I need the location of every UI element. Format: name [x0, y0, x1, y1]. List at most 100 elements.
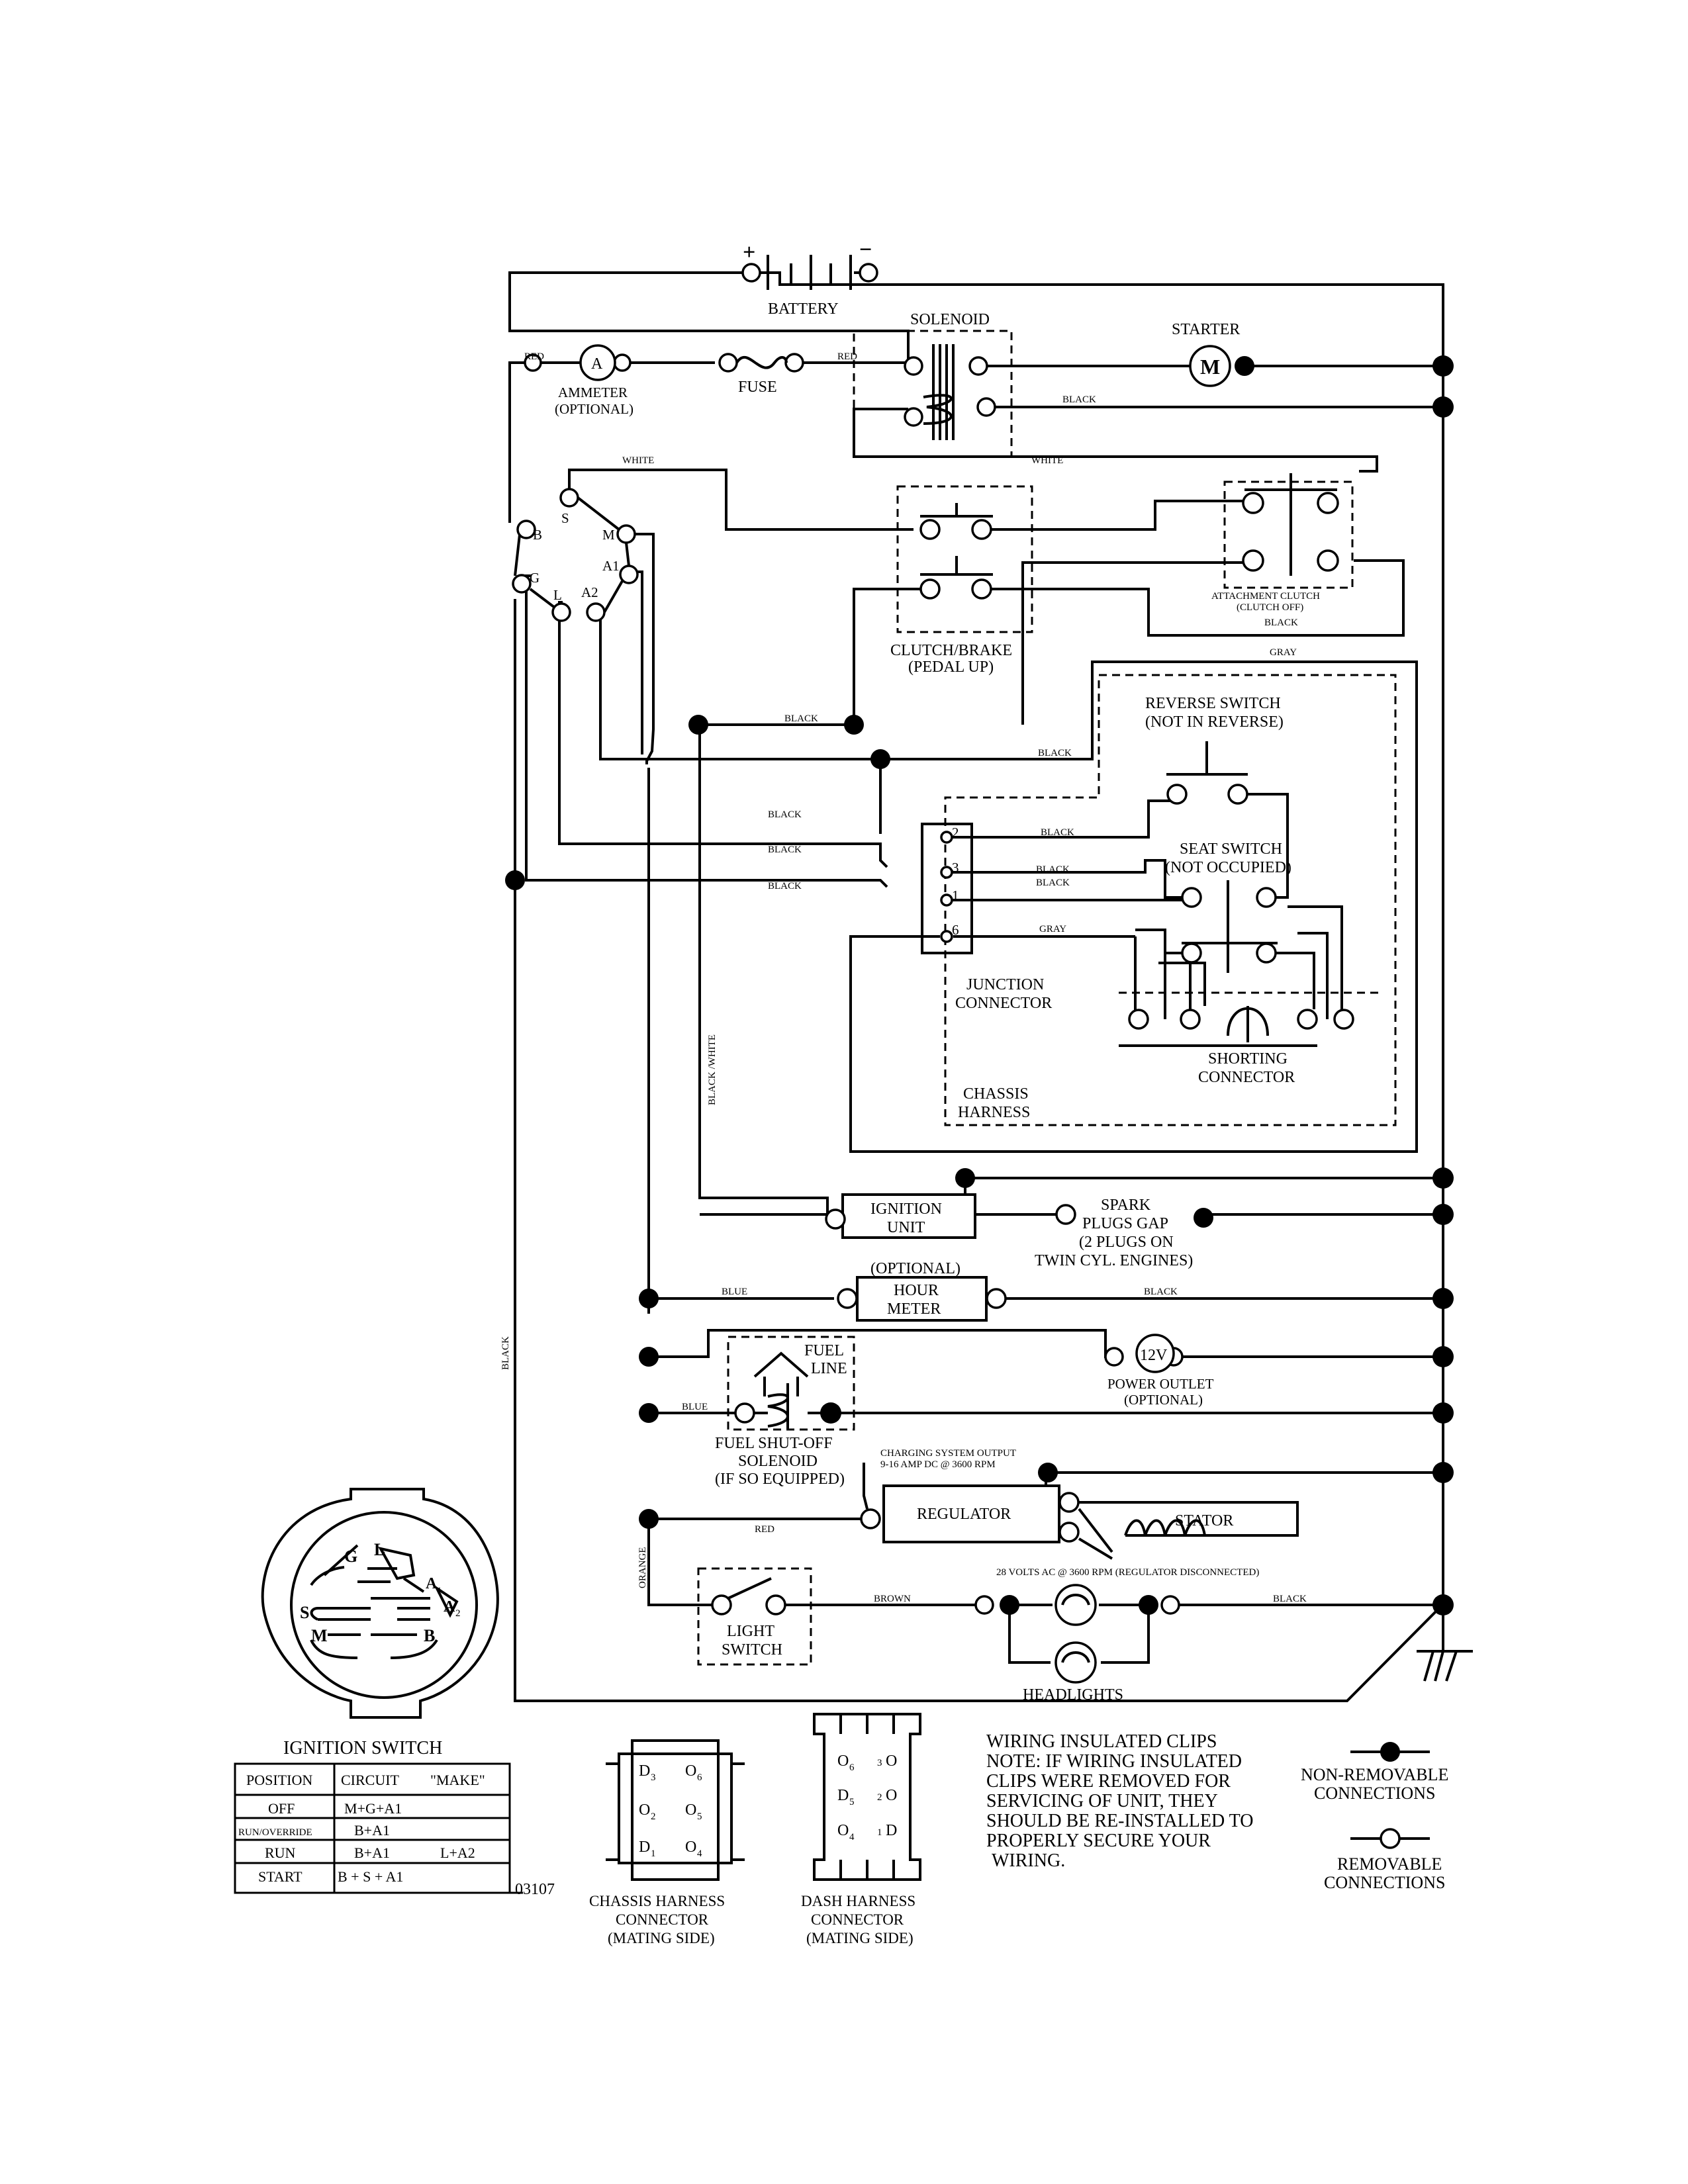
fuel-solenoid-label-3: (IF SO EQUIPPED): [715, 1471, 845, 1488]
ignition-unit-label-1: IGNITION: [870, 1201, 942, 1218]
terminal-g: G: [530, 570, 539, 586]
legend-non-removable-dot: [1380, 1742, 1400, 1762]
stator-label: STATOR: [1175, 1512, 1233, 1529]
spark-plugs-label-3: (2 PLUGS ON: [1079, 1234, 1174, 1251]
dash-connector-caption-3: (MATING SIDE): [806, 1930, 914, 1946]
hour-meter-label-1: HOUR: [894, 1282, 939, 1299]
table-cell-position: RUN/OVERRIDE: [238, 1827, 312, 1838]
switch-face-a2-sub: 2: [455, 1608, 461, 1619]
light-switch-label-2: SWITCH: [722, 1641, 782, 1659]
dash-pin-o6-sub: 6: [849, 1762, 855, 1773]
note-line: SERVICING OF UNIT, THEY: [986, 1791, 1218, 1811]
junction-connector-label-2: CONNECTOR: [955, 995, 1052, 1012]
spark-plugs-label-1: SPARK: [1101, 1197, 1151, 1214]
terminal-s: S: [561, 510, 569, 526]
seat-switch-label: SEAT SWITCH: [1180, 841, 1282, 858]
wire-label-red-2: RED: [837, 351, 857, 362]
dash-pin-o4: O: [837, 1822, 849, 1839]
chassis-pin-o2-sub: 2: [651, 1811, 656, 1822]
legend-non-removable-1: NON-REMOVABLE: [1301, 1765, 1448, 1784]
wire-label-blue-1: BLUE: [722, 1287, 747, 1297]
power-outlet: 12V POWER OUTLET (OPTIONAL): [1104, 1334, 1214, 1408]
wire-label-gray-2: GRAY: [1039, 924, 1066, 934]
note-line: CLIPS WERE REMOVED FOR: [986, 1771, 1231, 1792]
table-cell-circuit: B + S + A1: [338, 1868, 403, 1885]
starter-symbol: M: [1200, 355, 1220, 379]
hour-meter-note: (OPTIONAL): [870, 1260, 961, 1277]
dash-pin-2: 2: [877, 1792, 882, 1803]
clutch-brake-note: (PEDAL UP): [908, 659, 994, 676]
stator-note: 28 VOLTS AC @ 3600 RPM (REGULATOR DISCON…: [996, 1567, 1259, 1578]
note-line: WIRING.: [992, 1850, 1065, 1871]
headlights: HEADLIGHTS: [974, 1584, 1180, 1704]
clutch-brake-label: CLUTCH/BRAKE: [890, 642, 1012, 659]
light-switch-label-1: LIGHT: [727, 1623, 774, 1640]
wire-label-black-white: BLACK /WHITE: [707, 1034, 718, 1105]
table-cell-circuit: B+A1: [354, 1822, 390, 1839]
switch-face-a1: A: [426, 1575, 438, 1592]
dash-harness-connector: O 6 3 O D 5 2 O O 4 1 D DASH HARNESS CON…: [801, 1713, 921, 1946]
fuel-solenoid-label-2: SOLENOID: [738, 1453, 818, 1470]
hour-meter: (OPTIONAL) HOUR METER: [837, 1260, 1007, 1322]
ignition-unit-label-2: UNIT: [887, 1219, 925, 1236]
dash-pin-o4-sub: 4: [849, 1832, 855, 1843]
wire-label-black-hm: BLACK: [1144, 1287, 1178, 1297]
junction-pin-3: 3: [952, 860, 959, 876]
legend-removable-dot: [1380, 1828, 1401, 1849]
battery-minus: −: [859, 238, 872, 262]
note-line: PROPERLY SECURE YOUR: [986, 1831, 1211, 1851]
regulator: CHARGING SYSTEM OUTPUT 9-16 AMP DC @ 360…: [860, 1448, 1080, 1543]
wire-label-white-2: WHITE: [1031, 455, 1063, 466]
wire-label-black-r1: BLACK: [1036, 878, 1070, 888]
dash-pin-o6: O: [837, 1752, 849, 1770]
chassis-pin-d1-sub: 1: [651, 1848, 656, 1859]
shorting-connector-label-2: CONNECTOR: [1198, 1069, 1295, 1086]
legend-removable-1: REMOVABLE: [1337, 1854, 1442, 1874]
switch-face-m: M: [311, 1626, 328, 1645]
wire-label-black-hl: BLACK: [1273, 1594, 1307, 1604]
dash-pin-1-d: D: [886, 1822, 897, 1839]
wires: [508, 271, 1470, 1702]
chassis-pin-o6: O: [685, 1762, 696, 1780]
chassis-harness-connector: D 3 O 6 O 2 O 5 D 1 O 4 CHASSIS HARNESS …: [589, 1739, 745, 1946]
wire-label-brown: BROWN: [874, 1594, 911, 1604]
wire-labels: RED RED BLACK WHITE WHITE BLACK GRAY BLA…: [500, 351, 1307, 1604]
power-outlet-symbol: 12V: [1140, 1347, 1168, 1364]
table-cell-circuit: B+A1: [354, 1844, 390, 1861]
ammeter-label: AMMETER: [558, 385, 628, 400]
wire-label-black-starter: BLACK: [1062, 394, 1096, 405]
charging-output-label-1: CHARGING SYSTEM OUTPUT: [880, 1448, 1016, 1459]
note-line: NOTE: IF WIRING INSULATED: [986, 1751, 1242, 1772]
chassis-pin-d3: D: [639, 1762, 650, 1780]
stator: STATOR 28 VOLTS AC @ 3600 RPM (REGULATOR…: [996, 1508, 1259, 1578]
chassis-harness-label-1: CHASSIS: [963, 1085, 1029, 1103]
chassis-pin-d3-sub: 3: [651, 1772, 656, 1783]
dash-pin-d5-sub: 5: [849, 1797, 855, 1807]
switch-face-l: L: [374, 1540, 385, 1559]
wiring-note: WIRING INSULATED CLIPS NOTE: IF WIRING I…: [986, 1731, 1253, 1871]
chassis-connector-caption-3: (MATING SIDE): [608, 1930, 715, 1946]
terminal-m: M: [602, 527, 615, 543]
legend-non-removable-2: CONNECTIONS: [1314, 1784, 1435, 1803]
table-cell-position: RUN: [265, 1844, 296, 1861]
wire-label-black-left: BLACK: [500, 1336, 511, 1370]
wire-label-red-3: RED: [755, 1524, 774, 1535]
wire-label-white-1: WHITE: [622, 455, 654, 466]
ignition-unit: IGNITION UNIT SPARK PLUGS GAP (2 PLUGS O…: [825, 1193, 1213, 1269]
table-cell-position: OFF: [268, 1800, 295, 1817]
battery-plus: +: [743, 240, 755, 265]
junction-pin-2: 2: [952, 825, 959, 841]
chassis-pin-o2: O: [639, 1801, 650, 1819]
terminal-l: L: [553, 587, 562, 603]
table-header-position: POSITION: [246, 1772, 312, 1788]
wire-label-red-1: RED: [524, 351, 544, 362]
seat-switch: SEAT SWITCH (NOT OCCUPIED): [1165, 841, 1291, 973]
junction-connector-label-1: JUNCTION: [966, 976, 1044, 993]
reverse-switch-label: REVERSE SWITCH: [1145, 695, 1281, 712]
wire-label-black-rev: BLACK: [1038, 748, 1072, 758]
terminal-b: B: [533, 527, 542, 543]
chassis-pin-o5: O: [685, 1801, 696, 1819]
light-switch: LIGHT SWITCH: [711, 1577, 786, 1659]
note-line: SHOULD BE RE-INSTALLED TO: [986, 1811, 1253, 1831]
